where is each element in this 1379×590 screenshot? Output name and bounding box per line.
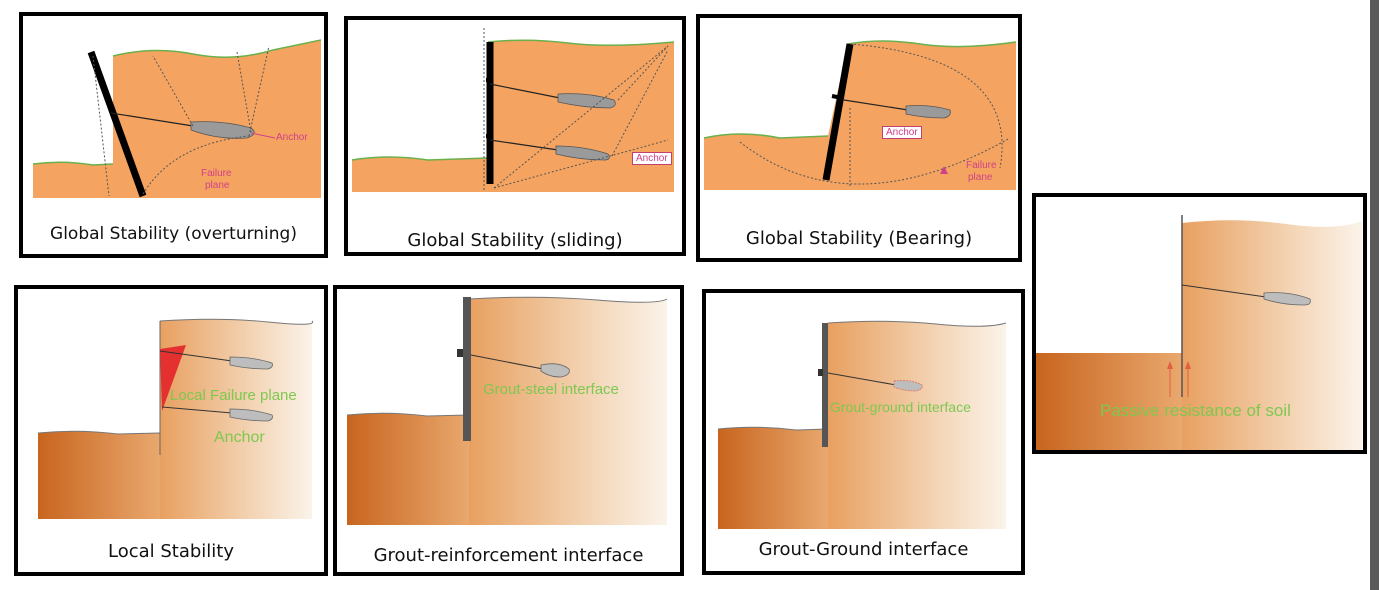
grout-ground-diagram	[717, 320, 1007, 529]
passive-diagram	[1036, 215, 1362, 450]
grout-ground-caption: Grout-Ground interface	[758, 539, 969, 560]
panel-global-sliding: Anchor Global Stability (sliding)	[344, 16, 686, 256]
bearing-caption: Global Stability (Bearing)	[745, 228, 973, 249]
overturning-anchor-label: Anchor	[276, 132, 308, 143]
overturning-failure-label-1: Failure	[201, 168, 232, 179]
panel-passive-resistance: Passive resistance of soil	[1032, 193, 1367, 454]
local-diagram	[37, 318, 314, 519]
bearing-diagram	[703, 40, 1017, 190]
local-caption: Local Stability	[107, 541, 235, 562]
sliding-diagram	[351, 28, 675, 192]
scrollbar[interactable]	[1370, 0, 1379, 590]
bearing-failure-label-2: plane	[968, 172, 993, 183]
bearing-anchor-label: Anchor	[882, 126, 922, 139]
sliding-caption: Global Stability (sliding)	[407, 230, 623, 251]
overturning-diagram	[32, 39, 322, 198]
panel-grout-ground: Grout-ground interface Grout-Ground inte…	[702, 289, 1025, 575]
passive-resistance-label: Passive resistance of soil	[1100, 401, 1291, 420]
panel-global-bearing: Anchor Failure plane Global Stability (B…	[696, 14, 1022, 262]
panel-global-overturning: Anchor Failure plane Global Stability (o…	[19, 12, 328, 258]
local-failure-label: Local Failure plane	[170, 387, 297, 404]
panel-local-stability: Local Failure plane Anchor Local Stabili…	[14, 285, 328, 576]
overturning-caption: Global Stability (overturning)	[50, 224, 297, 244]
grout-ground-interface-label: Grout-ground interface	[830, 399, 971, 415]
overturning-failure-label-2: plane	[205, 180, 230, 191]
grout-reinforcement-caption: Grout-reinforcement interface	[373, 545, 644, 566]
grout-steel-interface-label: Grout-steel interface	[483, 381, 619, 398]
local-anchor-label: Anchor	[214, 429, 265, 446]
bearing-failure-label-1: Failure	[966, 160, 997, 171]
grout-reinforcement-diagram	[346, 296, 668, 525]
sliding-anchor-label: Anchor	[632, 152, 672, 165]
panel-grout-reinforcement: Grout-steel interface Grout-reinforcemen…	[333, 285, 684, 576]
